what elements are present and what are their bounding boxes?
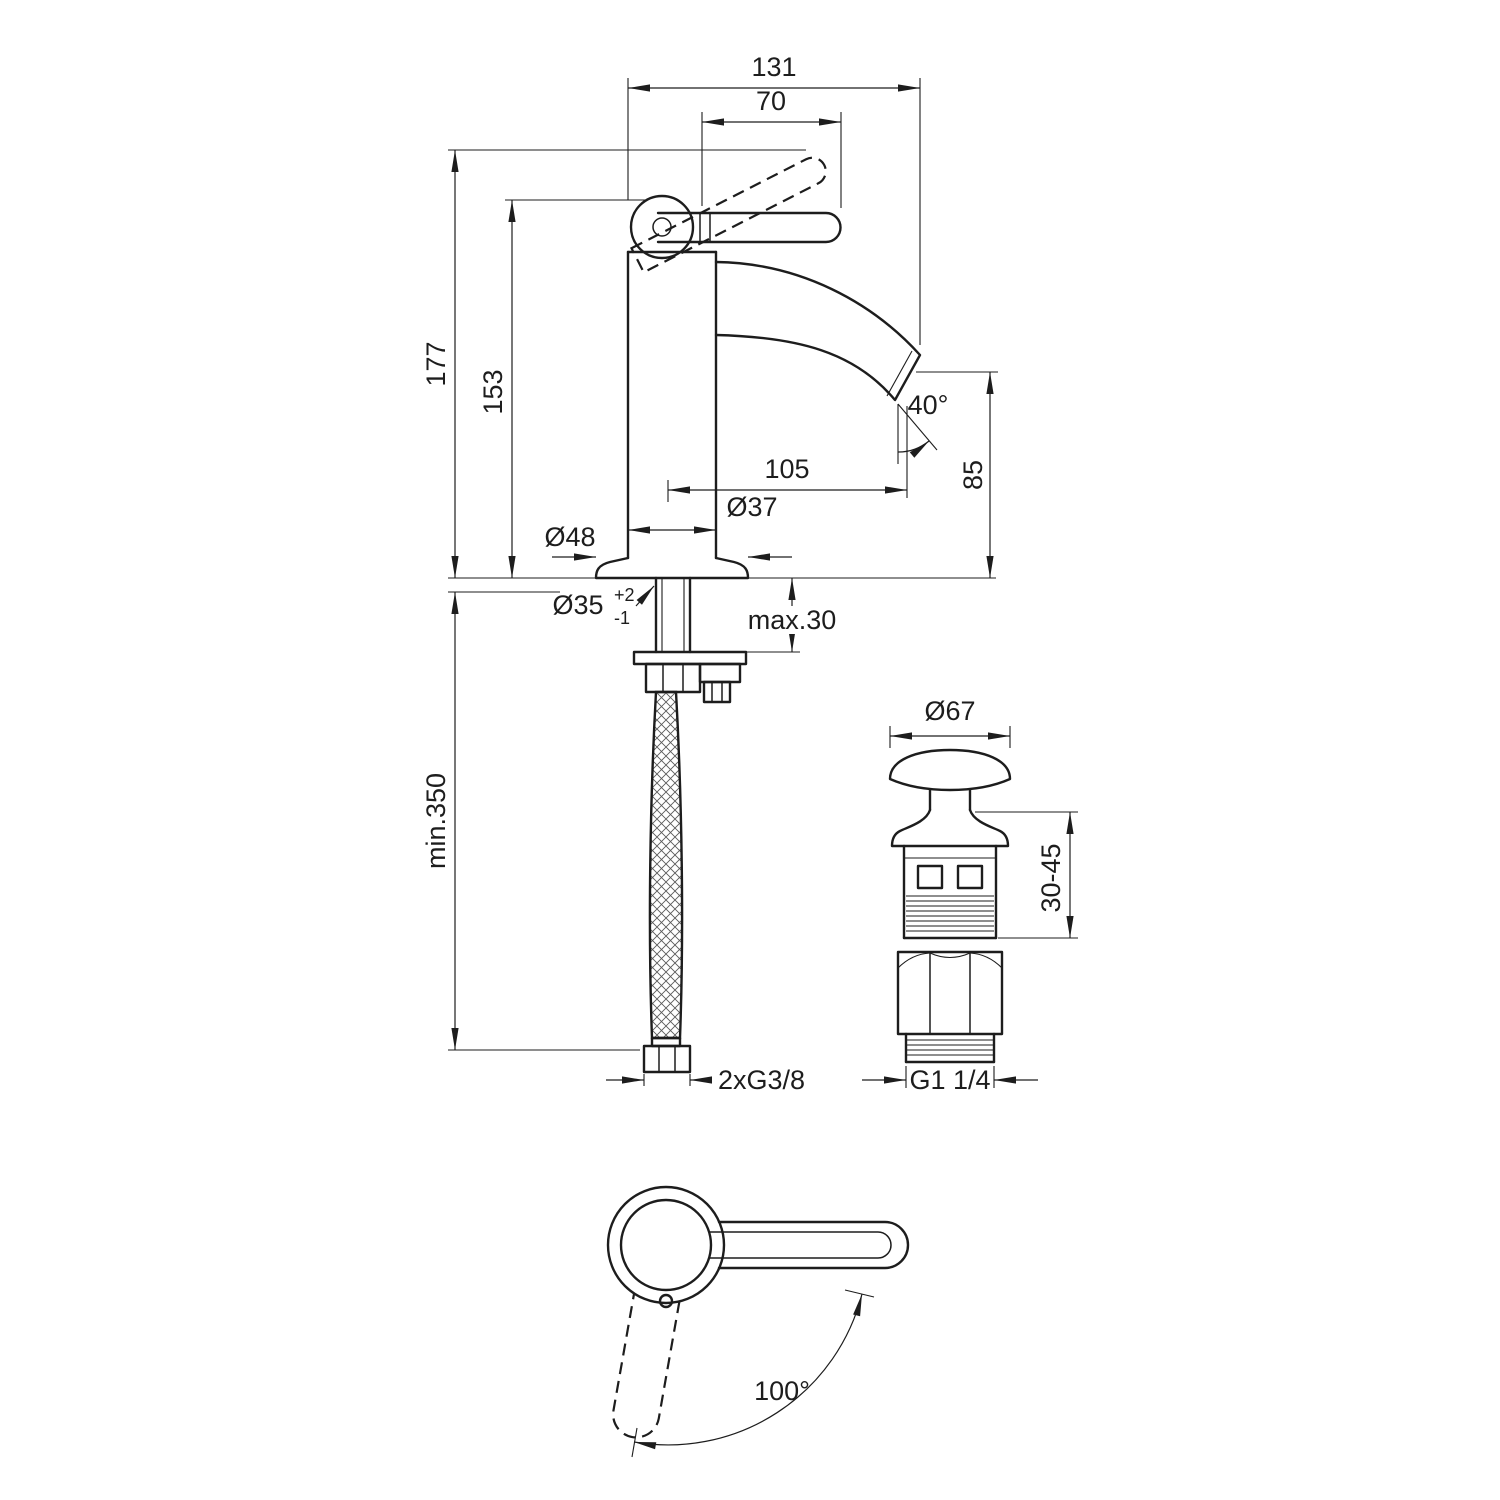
faucet-spout (714, 260, 922, 402)
dim-spout-reach: 105 (764, 454, 809, 484)
waste-body (896, 844, 1004, 1064)
dim-hole-tolerance-minus: -1 (614, 608, 630, 628)
dim-min-hose-length: min.350 (421, 773, 451, 869)
handle-lever-dashed-rotated (612, 1293, 681, 1439)
dim-body-height: 153 (478, 369, 508, 414)
dim-handle-swivel-angle: 100° (754, 1376, 810, 1406)
faucet-body (626, 250, 718, 560)
dim-waste-cap-diameter: Ø67 (924, 696, 975, 726)
base-flange (594, 556, 750, 580)
faucet-handle (629, 194, 842, 260)
faucet-side-view (594, 156, 922, 1074)
dim-overall-width: 131 (751, 52, 796, 82)
handle-lever-plan (708, 1220, 910, 1270)
dim-supply-connection: 2xG3/8 (718, 1065, 805, 1095)
dim-handle-length: 70 (756, 86, 786, 116)
mounting-hardware (632, 576, 748, 704)
dimension-labels: 131 70 177 153 40° 105 85 Ø37 Ø48 Ø35 +2… (421, 52, 1066, 1406)
dim-max-deck-thickness: max.30 (748, 605, 837, 635)
waste-flange (890, 808, 1010, 848)
dim-overall-height: 177 (421, 341, 451, 386)
waste-lower-thread (904, 1032, 996, 1064)
dim-waste-thread: G1 1/4 (909, 1065, 990, 1095)
handle-top-view (606, 1185, 910, 1439)
handle-set-screw (658, 1293, 674, 1309)
dim-hole-tolerance-plus: +2 (614, 585, 635, 605)
dim-base-diameter: Ø48 (544, 522, 595, 552)
waste-upper-thread (902, 895, 998, 940)
dim-waste-clamp-range: 30-45 (1036, 843, 1066, 912)
dimension-lines (448, 78, 1078, 1458)
dim-spout-angle: 40° (908, 390, 949, 420)
supply-hose (642, 690, 692, 1074)
waste-hex-nut (896, 950, 1004, 1036)
dim-outlet-height: 85 (958, 460, 988, 490)
faucet-handle-dashed (630, 156, 827, 274)
dim-hole-diameter: Ø35 (552, 590, 603, 620)
dim-body-diameter: Ø37 (726, 492, 777, 522)
waste-cap (888, 748, 1012, 812)
waste-fitting-view (888, 748, 1012, 1064)
